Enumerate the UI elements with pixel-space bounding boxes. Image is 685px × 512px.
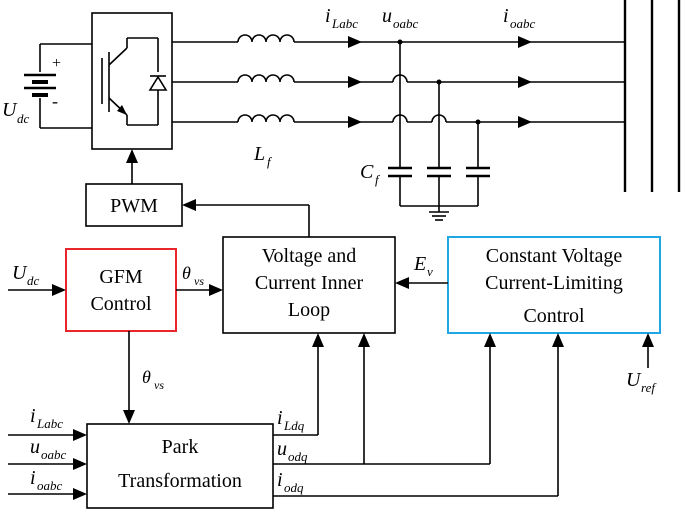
ilabc-top-sub: Labc xyxy=(331,16,358,31)
theta-vs-right-sub: vs xyxy=(194,274,204,288)
inner-loop-line1: Voltage and xyxy=(262,245,357,267)
ev-label: E xyxy=(413,253,426,275)
arrow-ilabc-b xyxy=(348,76,362,88)
arrow-ioabc-a xyxy=(518,36,532,48)
park-out-iodq-sub: odq xyxy=(284,480,304,495)
inverter-bridge xyxy=(91,12,173,150)
park-in-ioabc-label: i xyxy=(30,467,36,489)
park-out-uodq-sub: odq xyxy=(288,449,308,464)
park-out-ildq-sub: Ldq xyxy=(283,418,305,433)
ioabc-top-sub: oabc xyxy=(510,16,536,31)
theta-vs-down-label: θ xyxy=(142,367,151,387)
grid-bus xyxy=(623,0,681,192)
cf-sub: f xyxy=(375,172,381,187)
park-out-iodq-label: i xyxy=(277,469,283,491)
udc-source-label: U xyxy=(2,99,18,121)
gfm-to-inner-loop xyxy=(176,284,223,296)
inner-loop-line2: Current Inner xyxy=(255,272,364,294)
theta-vs-right-label: θ xyxy=(182,263,191,283)
park-line1: Park xyxy=(162,436,199,458)
minus-sign: - xyxy=(52,91,58,111)
park-in-uoabc-label: u xyxy=(30,436,40,458)
gfm-to-park xyxy=(123,331,135,424)
ioabc-top-label: i xyxy=(503,5,509,27)
park-in-ilabc-label: i xyxy=(30,405,36,427)
arrow-ioabc-b xyxy=(518,76,532,88)
gfm-label-line2: Control xyxy=(90,293,152,315)
uoabc-top-label: u xyxy=(382,5,392,27)
inner-loop-to-pwm xyxy=(182,199,310,237)
udc-input-sub: dc xyxy=(27,273,40,288)
uref-sub: ref xyxy=(641,380,657,395)
cvcl-line3: Control xyxy=(523,305,585,327)
cvcl-line1: Constant Voltage xyxy=(486,245,623,267)
park-inputs xyxy=(8,429,87,500)
gfm-label-line1: GFM xyxy=(99,266,143,288)
cvcl-control-block xyxy=(447,236,661,334)
arrow-ioabc-c xyxy=(518,116,532,128)
ev-sub: v xyxy=(427,264,433,279)
ilabc-top-label: i xyxy=(325,5,331,27)
udc-source-sub: dc xyxy=(17,111,30,126)
park-in-uoabc-sub: oabc xyxy=(41,447,67,462)
pwm-label: PWM xyxy=(110,195,158,217)
uoabc-top-sub: oabc xyxy=(393,16,419,31)
filter-capacitors xyxy=(388,39,490,221)
park-outputs xyxy=(273,333,564,497)
uref-label: U xyxy=(626,369,642,391)
park-transformation-block xyxy=(86,423,274,509)
park-in-ilabc-sub: Labc xyxy=(36,416,63,431)
park-out-ildq-label: i xyxy=(277,407,283,429)
phase-lines xyxy=(172,34,625,128)
uref-to-cvcl xyxy=(642,333,654,368)
park-line2: Transformation xyxy=(118,470,242,492)
lf-sub: f xyxy=(267,154,273,169)
cvcl-to-inner-loop xyxy=(395,277,448,289)
theta-vs-down-sub: vs xyxy=(154,378,164,392)
pwm-block xyxy=(85,183,183,227)
udc-to-gfm xyxy=(8,284,66,296)
udc-input-label: U xyxy=(12,262,28,284)
lf-label: L xyxy=(253,143,265,165)
cvcl-line2: Current-Limiting xyxy=(485,272,623,294)
park-in-ioabc-sub: oabc xyxy=(37,478,63,493)
dc-source: + - U dc xyxy=(2,43,92,129)
arrow-ilabc-c xyxy=(348,116,362,128)
gfm-control-block xyxy=(65,248,177,332)
cf-label: C xyxy=(360,161,374,183)
park-out-uodq-label: u xyxy=(277,438,287,460)
arrow-ilabc-a xyxy=(348,36,362,48)
inner-loop-line3: Loop xyxy=(288,299,330,321)
plus-sign: + xyxy=(52,55,61,72)
